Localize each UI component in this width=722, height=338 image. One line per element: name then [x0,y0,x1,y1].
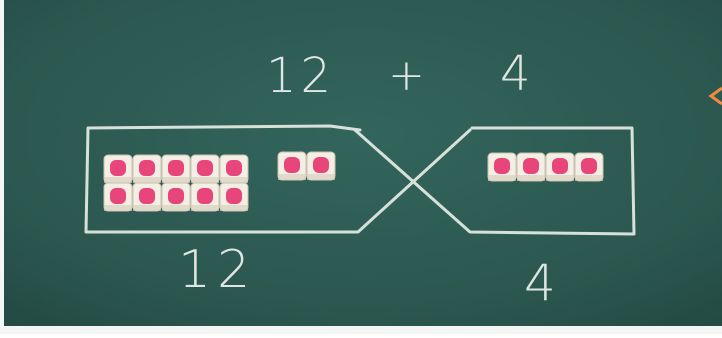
cube-right-cube [516,152,546,182]
cube-right-cube [545,152,575,182]
cube-left-row2-cube [161,182,191,212]
cube-left-row1-cube [103,154,133,184]
left-region-label: 12 [178,240,257,300]
arrow-marker-icon [708,86,722,106]
left-region-outline [84,124,472,234]
photo-border-left [0,0,4,334]
cube-middle-cube [306,151,336,181]
photo-border-bottom [0,326,722,334]
equation-plus-sign: + [388,50,426,101]
equation-right-number: 4 [500,46,532,102]
cube-left-row1-cube [219,154,249,184]
cube-left-row1-cube [132,154,162,184]
cube-right-cube [574,152,604,182]
right-region-label: 4 [524,254,557,312]
cube-middle-cube [277,151,307,181]
cube-left-row2-cube [219,182,249,212]
equation-left-number: 12 [266,48,336,104]
cube-groups [103,151,604,212]
cube-left-row2-cube [132,182,162,212]
cube-left-row1-cube [161,154,191,184]
cube-left-row2-cube [103,182,133,212]
cube-left-row1-cube [190,154,220,184]
right-region-outline [353,126,636,236]
cube-right-cube [487,152,517,182]
cube-left-row2-cube [190,182,220,212]
